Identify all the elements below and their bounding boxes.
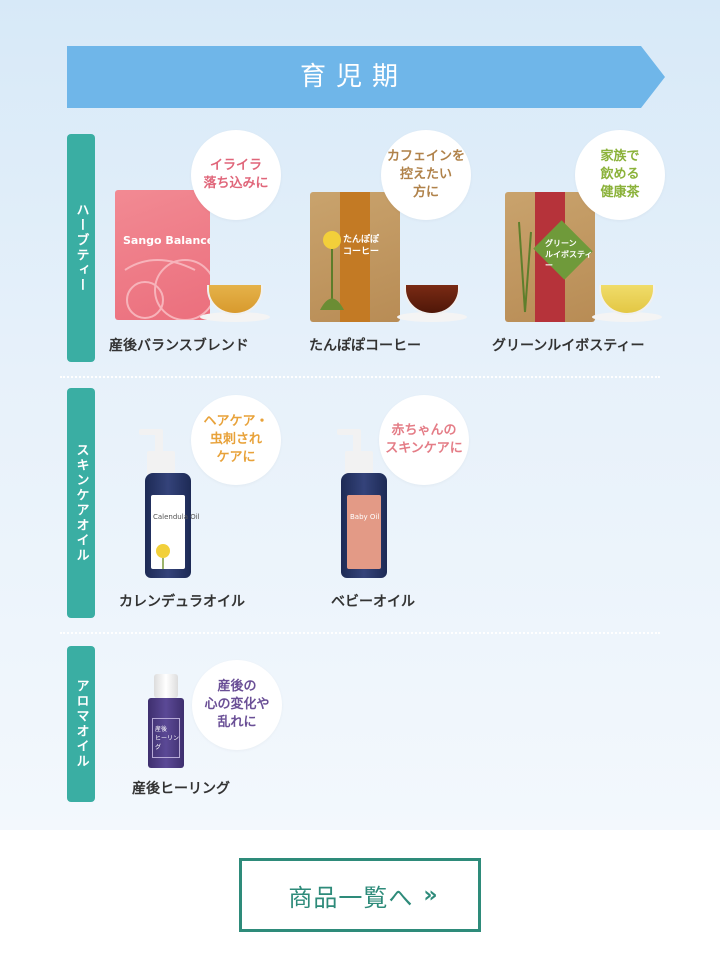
- oil-bottle-image: Calendula Oil: [145, 473, 200, 578]
- bottle-label-text: Baby Oil: [350, 513, 380, 521]
- tea-package-image: グリーン ルイボスティー: [505, 192, 595, 322]
- tea-cup-image: [404, 285, 460, 315]
- product-name: 産後ヒーリング: [132, 781, 230, 797]
- saucer-image: [200, 312, 270, 322]
- category-label: アロマオイル: [73, 679, 89, 769]
- tea-package-image: たんぽぽ コーヒー: [310, 192, 400, 322]
- package-title: たんぽぽ コーヒー: [343, 235, 380, 257]
- product-name: カレンデュラオイル: [119, 594, 245, 610]
- calendula-flower-icon: [156, 544, 170, 569]
- feature-bubble: ヘアケア・ 虫刺され ケアに: [191, 395, 281, 485]
- bubble-text: カフェインを 控えたい 方に: [386, 149, 465, 200]
- product-name: 産後バランスブレンド: [109, 338, 249, 354]
- pump-stem: [353, 429, 361, 457]
- section-divider: [60, 376, 660, 378]
- product-calendula-oil[interactable]: Calendula Oil ヘアケア・ 虫刺され ケアに カレンデュラオイル: [115, 395, 295, 615]
- bubble-text: ヘアケア・ 虫刺され ケアに: [203, 414, 269, 465]
- oil-bottle-image: Baby Oil: [341, 473, 387, 578]
- bottle-label: 産後 ヒーリング: [152, 718, 180, 758]
- pump-stem: [155, 429, 163, 457]
- package-title: Sango Balance: [123, 234, 210, 247]
- double-chevron-right-icon: »: [423, 882, 437, 908]
- feature-bubble: カフェインを 控えたい 方に: [381, 130, 471, 220]
- product-sango-healing[interactable]: 産後 ヒーリング 産後の 心の変化や 乱れに 産後ヒーリング: [128, 648, 298, 798]
- feature-bubble: 産後の 心の変化や 乱れに: [192, 660, 282, 750]
- pump-nozzle: [139, 429, 159, 435]
- product-list-button-label: 商品一覧へ: [288, 883, 414, 912]
- aroma-cap: [154, 674, 178, 698]
- bubble-text: 産後の 心の変化や 乱れに: [204, 679, 270, 730]
- bottle-cap: [345, 451, 373, 475]
- bubble-text: 赤ちゃんの スキンケアに: [385, 423, 463, 456]
- section-title: 育児期: [299, 62, 408, 92]
- category-tab-skincare-oil: スキンケアオイル: [67, 388, 95, 618]
- floral-pattern-icon: [124, 259, 210, 320]
- tea-cup-image: [599, 285, 655, 315]
- tea-package-image: Sango Balance: [115, 190, 210, 320]
- products-panel: 育児期 ハーブティー Sango Balance イライラ 落ち込みに 産後バラ…: [0, 0, 720, 830]
- feature-bubble: 家族で 飲める 健康茶: [575, 130, 665, 220]
- bubble-text: 家族で 飲める 健康茶: [600, 149, 640, 200]
- dandelion-icon: [320, 231, 344, 310]
- bubble-text: イライラ 落ち込みに: [203, 158, 269, 191]
- bottle-label-text: 産後 ヒーリング: [155, 726, 180, 751]
- bottle-label-text: Calendula Oil: [153, 513, 200, 521]
- product-green-rooibos-tea[interactable]: グリーン ルイボスティー 家族で 飲める 健康茶 グリーンルイボスティー: [490, 130, 680, 360]
- product-baby-oil[interactable]: Baby Oil 赤ちゃんの スキンケアに ベビーオイル: [315, 395, 485, 615]
- bottle-label: Calendula Oil: [151, 495, 200, 569]
- product-tanpopo-coffee[interactable]: たんぽぽ コーヒー カフェインを 控えたい 方に たんぽぽコーヒー: [305, 130, 485, 360]
- tea-cup-image: [207, 285, 263, 315]
- bottle-cap: [147, 451, 175, 475]
- aroma-bottle-image: 産後 ヒーリング: [148, 698, 184, 768]
- product-name: グリーンルイボスティー: [492, 338, 645, 354]
- rooibos-leaf-icon: [518, 221, 532, 313]
- package-band: [340, 192, 370, 322]
- package-title: グリーン ルイボスティー: [545, 239, 593, 270]
- feature-bubble: 赤ちゃんの スキンケアに: [379, 395, 469, 485]
- section-banner: 育児期: [67, 46, 665, 108]
- section-divider: [60, 632, 660, 634]
- category-label: ハーブティー: [73, 203, 89, 293]
- product-name: たんぽぽコーヒー: [309, 338, 421, 354]
- category-tab-herbal-tea: ハーブティー: [67, 134, 95, 362]
- pump-nozzle: [337, 429, 357, 435]
- feature-bubble: イライラ 落ち込みに: [191, 130, 281, 220]
- bottle-label: Baby Oil: [347, 495, 381, 569]
- category-tab-aroma-oil: アロマオイル: [67, 646, 95, 802]
- saucer-image: [592, 312, 662, 322]
- saucer-image: [397, 312, 467, 322]
- product-sango-balance[interactable]: Sango Balance イライラ 落ち込みに 産後バランスブレンド: [105, 130, 285, 360]
- category-label: スキンケアオイル: [73, 443, 89, 563]
- product-list-button[interactable]: 商品一覧へ »: [239, 858, 481, 932]
- product-name: ベビーオイル: [331, 594, 415, 610]
- banner-arrow-shape: [67, 46, 665, 108]
